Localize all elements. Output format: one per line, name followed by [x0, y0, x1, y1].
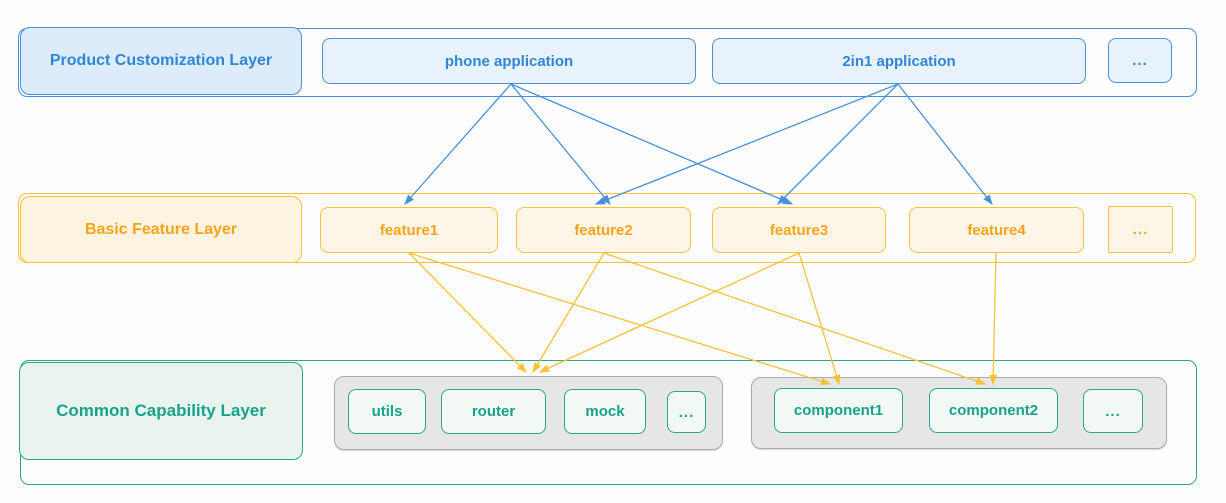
node-mock: mock [564, 389, 646, 434]
edge-feature1-to-utils-group [408, 252, 527, 373]
edge-2in1-application-to-feature4 [897, 83, 993, 206]
node-utils: utils [348, 389, 426, 434]
node-router: router [441, 389, 546, 434]
edge-phone-application-to-feature1 [404, 83, 512, 205]
node-feature3: feature3 [712, 207, 886, 253]
node-feature2: feature2 [516, 207, 691, 253]
edge-feature3-to-utils-group [538, 252, 800, 373]
node-feature1: feature1 [320, 207, 498, 253]
component-group: component1 component2 ... [751, 377, 1167, 449]
edge-feature2-to-utils-group [532, 252, 605, 374]
utils-group: utils router mock ... [334, 376, 723, 450]
node-feature4: feature4 [909, 207, 1084, 253]
node-component1: component1 [774, 388, 903, 433]
edge-2in1-application-to-feature3 [777, 83, 899, 205]
node-feature-ellipsis: ... [1108, 206, 1173, 253]
node-2in1-application: 2in1 application [712, 38, 1086, 84]
edge-phone-application-to-feature3 [510, 83, 794, 205]
node-component-ellipsis: ... [1083, 389, 1143, 433]
node-utils-ellipsis: ... [667, 391, 706, 433]
edge-phone-application-to-feature2 [510, 83, 611, 206]
common-layer-label: Common Capability Layer [19, 362, 303, 460]
edge-2in1-application-to-feature2 [594, 83, 899, 205]
node-phone-application: phone application [322, 38, 696, 84]
node-product-ellipsis: ... [1108, 38, 1172, 83]
feature-layer-label: Basic Feature Layer [20, 196, 302, 263]
node-component2: component2 [929, 388, 1058, 433]
product-layer-label: Product Customization Layer [20, 27, 302, 95]
